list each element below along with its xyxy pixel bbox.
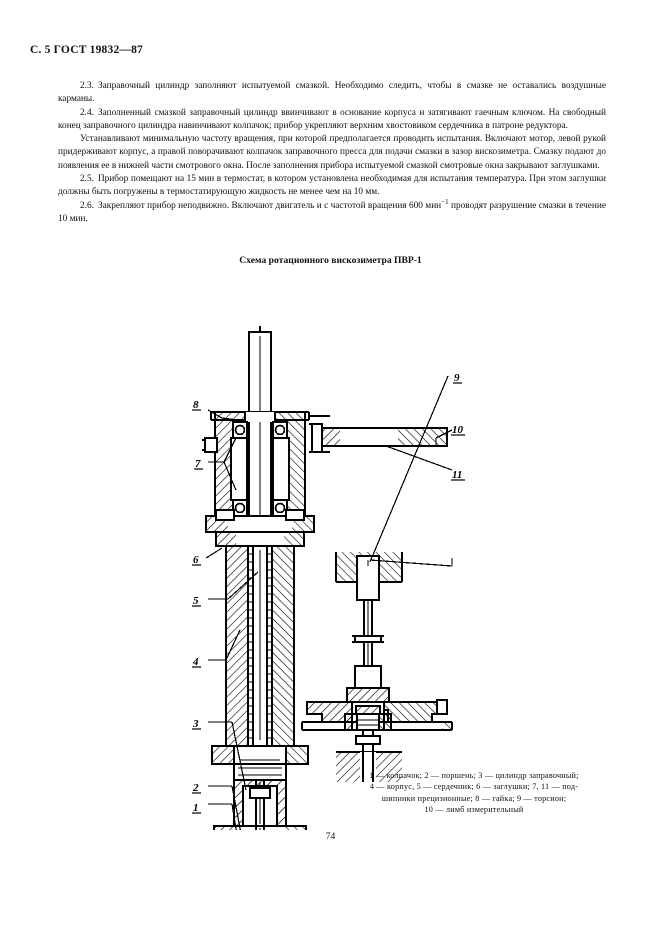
page-number: 74 xyxy=(325,832,336,842)
paragraph-number-2-6: 2.6. xyxy=(80,200,94,211)
callout-label-4: 4 xyxy=(192,656,199,668)
bottom-cap-assembly xyxy=(213,825,307,830)
paragraph-2-3: 2.3.Заправочный цилиндр заполняют испыту… xyxy=(58,80,606,107)
paragraph-text-2-6-after: проводят разрушение смазки в течение 10 … xyxy=(58,200,606,224)
paragraph-number-2-5: 2.5. xyxy=(80,174,94,185)
callout-label-1: 1 xyxy=(193,802,199,814)
upper-bearing-housing xyxy=(202,411,310,517)
top-mount-bracket xyxy=(335,552,403,601)
paragraph-2-5: 2.5.Прибор помещают на 15 мин в термоста… xyxy=(58,173,606,200)
bearing-balls-lower xyxy=(232,499,288,517)
mid-flange xyxy=(211,745,309,765)
paragraph-text-2-3: Заправочный цилиндр заполняют испытуемой… xyxy=(58,81,606,105)
figure-legend: 1 — колпачок; 2 — поршень; 3 — цилиндр з… xyxy=(344,770,604,816)
charging-cylinder xyxy=(233,763,287,827)
body-text-block: 2.3.Заправочный цилиндр заполняют испыту… xyxy=(58,80,606,226)
paragraph-2-6: 2.6.Закрепляют прибор неподвижно. Включа… xyxy=(58,197,606,227)
legend-line-3: шипники прецизионные; 8 — гайка; 9 — тор… xyxy=(381,793,567,803)
paragraph-text-continuation: Устанавливают минимальную частоту вращен… xyxy=(58,134,606,171)
callout-label-7: 7 xyxy=(195,458,201,470)
paragraph-text-2-6-before: Закрепляют прибор неподвижно. Включают д… xyxy=(97,200,442,211)
lower-precision-bearing xyxy=(344,713,392,731)
callout-labels: 1 2 3 4 5 6 7 8 9 10 11 xyxy=(192,372,465,814)
housing-base-flange xyxy=(205,509,315,533)
callout-label-3: 3 xyxy=(192,718,199,730)
callout-leaders xyxy=(205,409,453,830)
callout-label-6: 6 xyxy=(193,554,199,566)
figure-caption: Схема ротационного вискозиметра ПВР-1 xyxy=(239,255,422,266)
paragraph-number-2-4: 2.4. xyxy=(80,107,94,118)
paragraph-superscript-2-6: −1 xyxy=(441,197,449,206)
legend-line-1: 1 — колпачок; 2 — поршень; 3 — цилиндр з… xyxy=(369,771,579,780)
callout-label-10: 10 xyxy=(452,424,464,436)
callout-label-2: 2 xyxy=(192,782,199,794)
callout-label-9: 9 xyxy=(454,372,460,384)
upper-hub-block xyxy=(346,665,390,703)
callout-leader-9-upper xyxy=(367,375,449,566)
torsion-shaft xyxy=(352,600,384,666)
core-upper-stem xyxy=(248,326,272,423)
paragraph-number-2-3: 2.3. xyxy=(80,81,94,91)
paragraph-text-2-4: Заполненный смазкой заправочный цилиндр … xyxy=(58,107,606,131)
viscometer-body-case xyxy=(215,531,305,747)
callout-label-11: 11 xyxy=(452,469,462,481)
page-header-text: С. 5 ГОСТ 19832—87 xyxy=(30,44,143,56)
callout-label-5: 5 xyxy=(193,595,199,607)
support-bracket-arm xyxy=(309,415,448,453)
legend-line-4: 10 — лимб измерительный xyxy=(424,805,524,815)
legend-line-2: 4 — корпус, 5 — сердечник; 6 — заглушки;… xyxy=(369,782,579,792)
bearing-balls-upper xyxy=(232,421,288,439)
paragraph-continuation: Устанавливают минимальную частоту вращен… xyxy=(58,133,606,173)
callout-label-8: 8 xyxy=(193,399,199,411)
paragraph-2-4: 2.4.Заполненный смазкой заправочный цили… xyxy=(58,107,606,134)
paragraph-text-2-5: Прибор помещают на 15 мин в термостат, в… xyxy=(58,174,606,198)
page-header: С. 5 ГОСТ 19832—87 xyxy=(30,44,143,56)
floor-support-hatching xyxy=(336,750,402,782)
figure-schematic-viscometer: 1 2 3 4 5 6 7 8 9 10 11 xyxy=(0,270,661,830)
